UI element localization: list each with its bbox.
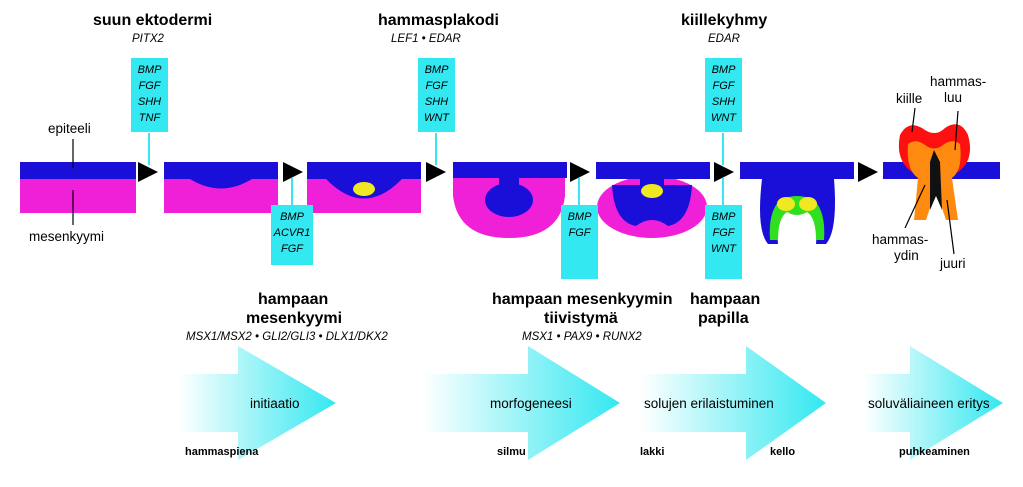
label-mesenchyme: mesenkyymi [29,229,104,245]
stage-flat-tissue [20,162,136,213]
genes-dental-mesenchyme: MSX1/MSX2 • GLI2/GLI3 • DLX1/DKX2 [186,331,388,344]
title-condensation-2: tiivistymä [544,310,618,328]
title-papilla-1: hampaan [690,291,760,309]
stage-eruption-name: puhkeaminen [899,446,970,459]
label-dentin-2: luu [944,90,962,106]
label-dentin-1: hammas- [930,74,986,90]
stage-erupted-tooth [883,124,1000,220]
genes-enamel-knot: EDAR [708,33,740,46]
stage-placode [307,162,421,213]
label-enamel: kiille [896,91,922,107]
process-cell-differentiation: solujen erilaistuminen [644,396,774,412]
title-condensation-1: hampaan mesenkyymin [492,291,673,309]
mesenchyme-layer [20,179,136,213]
label-epithelium: epiteeli [48,121,91,137]
title-placode: hammasplakodi [378,12,499,30]
label-root: juuri [940,256,966,272]
process-morphogenesis: morfogeneesi [490,396,572,412]
genes-placode: LEF1 • EDAR [391,33,461,46]
label-pulp-1: hammas- [872,232,928,248]
title-dental-mesenchyme-1: hampaan [258,291,328,309]
title-enamel-knot: kiillekyhmy [681,12,767,30]
title-oral-ectoderm: suun ektodermi [93,12,212,30]
stage-cap-name: lakki [640,446,664,459]
stage-bud-name: silmu [497,446,526,459]
genes-condensation: MSX1 • PAX9 • RUNX2 [522,331,642,344]
process-matrix-secretion: soluväliaineen eritys [868,396,990,412]
stage-lamina: hammaspiena [185,446,258,459]
stage-cap [596,162,710,238]
stage-thickening [164,162,278,213]
epithelium-layer [20,162,136,179]
process-initiation: initiaatio [250,396,300,412]
genes-oral-ectoderm: PITX2 [132,33,164,46]
label-pulp-2: ydin [894,248,919,264]
stage-bell-name: kello [770,446,795,459]
stage-bell [740,162,854,244]
title-dental-mesenchyme-2: mesenkyymi [246,310,342,328]
stage-bud [453,162,567,238]
title-papilla-2: papilla [698,310,749,328]
